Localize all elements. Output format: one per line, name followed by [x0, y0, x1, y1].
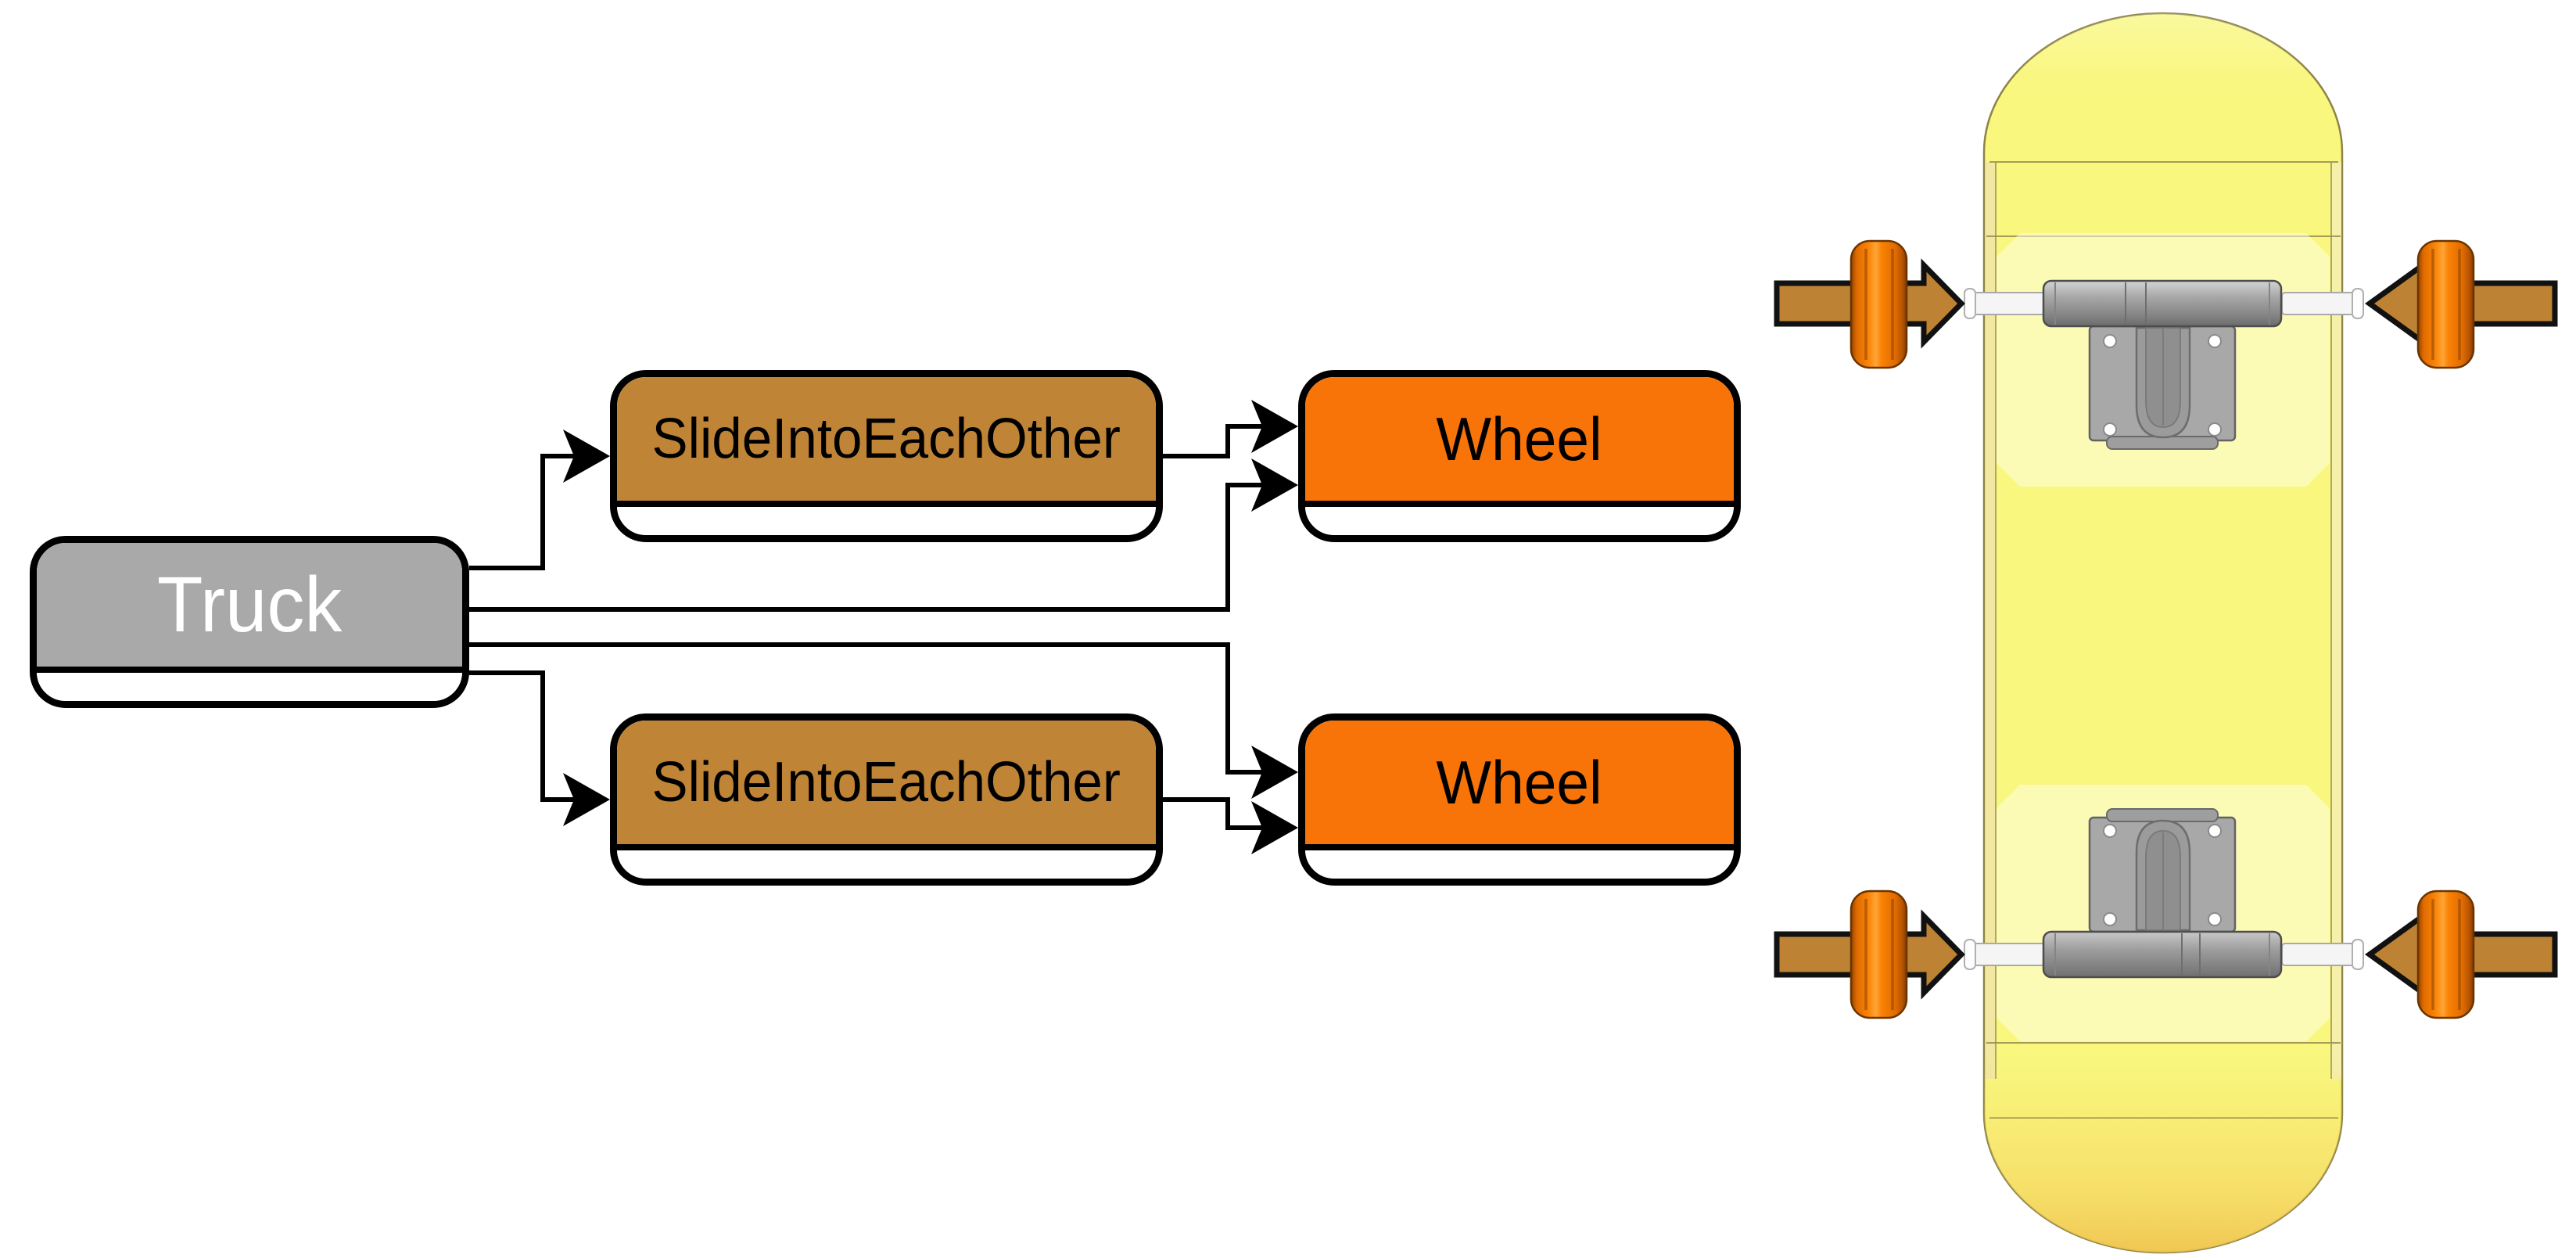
- screw-top-1: [2103, 334, 2117, 348]
- screw-bottom-2: [2208, 824, 2222, 838]
- wheel-top-right: [2416, 239, 2475, 369]
- arrowhead-into-slide-bottom: [563, 773, 610, 826]
- node-slide-top-body: SlideIntoEachOther: [617, 377, 1156, 507]
- wheel-bottom-right: [2416, 890, 2475, 1019]
- node-wheel-bottom-footer: [1305, 850, 1734, 879]
- node-wheel-top-footer: [1305, 507, 1734, 535]
- edge-truck-to-wheel-bottom: [469, 642, 1298, 799]
- truck-assembly-bottom: [1964, 808, 2364, 979]
- node-truck-body: Truck: [37, 543, 462, 673]
- node-slide-bottom-label: SlideIntoEachOther: [651, 751, 1121, 814]
- arrowhead-into-wheel-top-upper: [1251, 400, 1298, 453]
- node-slide-bottom-body: SlideIntoEachOther: [617, 721, 1156, 850]
- screw-top-2: [2208, 334, 2222, 348]
- axle-bottom-left-cap: [1964, 939, 1976, 970]
- axle-top-right: [2281, 292, 2363, 315]
- arrowhead-into-wheel-bottom-upper: [1251, 746, 1298, 799]
- node-wheel-top-body: Wheel: [1305, 377, 1734, 507]
- arrowhead-into-wheel-bottom-lower: [1251, 801, 1298, 854]
- node-truck-label: Truck: [156, 560, 343, 649]
- edge-truck-to-wheel-top: [469, 458, 1298, 612]
- baseplate-top-lip: [2106, 436, 2219, 450]
- hanger-bottom: [2042, 930, 2283, 979]
- deck: [1982, 12, 2344, 1254]
- screw-bottom-4: [2208, 912, 2222, 926]
- axle-top-left-cap: [1964, 288, 1976, 319]
- axle-top-left: [1967, 292, 2048, 315]
- node-wheel-bottom: Wheel: [1298, 713, 1741, 886]
- arrowhead-into-wheel-top-lower: [1251, 458, 1298, 512]
- screw-bottom-3: [2103, 912, 2117, 926]
- axle-bottom-left: [1967, 943, 2048, 966]
- node-slide-bottom-footer: [617, 850, 1156, 879]
- wheel-top-left: [1849, 239, 1908, 369]
- node-truck: Truck: [30, 536, 469, 708]
- edge-slide-bottom-to-wheel-bottom: [1163, 797, 1298, 854]
- node-wheel-top: Wheel: [1298, 370, 1741, 542]
- baseplate-bottom-lip: [2106, 808, 2219, 822]
- edge-truck-to-slide-bottom: [469, 670, 610, 826]
- node-slide-into-each-other-bottom: SlideIntoEachOther: [610, 713, 1163, 886]
- edge-truck-to-slide-top: [469, 430, 610, 570]
- arrowhead-into-slide-top: [563, 430, 610, 483]
- screw-bottom-1: [2103, 824, 2117, 838]
- node-truck-footer: [37, 673, 462, 701]
- screw-top-3: [2103, 422, 2117, 437]
- node-wheel-bottom-body: Wheel: [1305, 721, 1734, 850]
- node-slide-into-each-other-top: SlideIntoEachOther: [610, 370, 1163, 542]
- node-slide-top-footer: [617, 507, 1156, 535]
- wheel-bottom-left: [1849, 890, 1908, 1019]
- deck-shading: [1984, 13, 2342, 1253]
- axle-bottom-right-cap: [2352, 939, 2364, 970]
- node-wheel-top-label: Wheel: [1436, 404, 1603, 473]
- skateboard-wheels: [1849, 239, 2475, 1019]
- node-slide-top-label: SlideIntoEachOther: [651, 408, 1121, 470]
- edge-slide-top-to-wheel-top: [1163, 400, 1298, 458]
- truck-assembly-top: [1964, 279, 2364, 450]
- axle-top-right-cap: [2352, 288, 2364, 319]
- node-wheel-bottom-label: Wheel: [1436, 747, 1603, 817]
- hanger-top: [2042, 279, 2283, 328]
- screw-top-4: [2208, 422, 2222, 437]
- axle-bottom-right: [2281, 943, 2363, 966]
